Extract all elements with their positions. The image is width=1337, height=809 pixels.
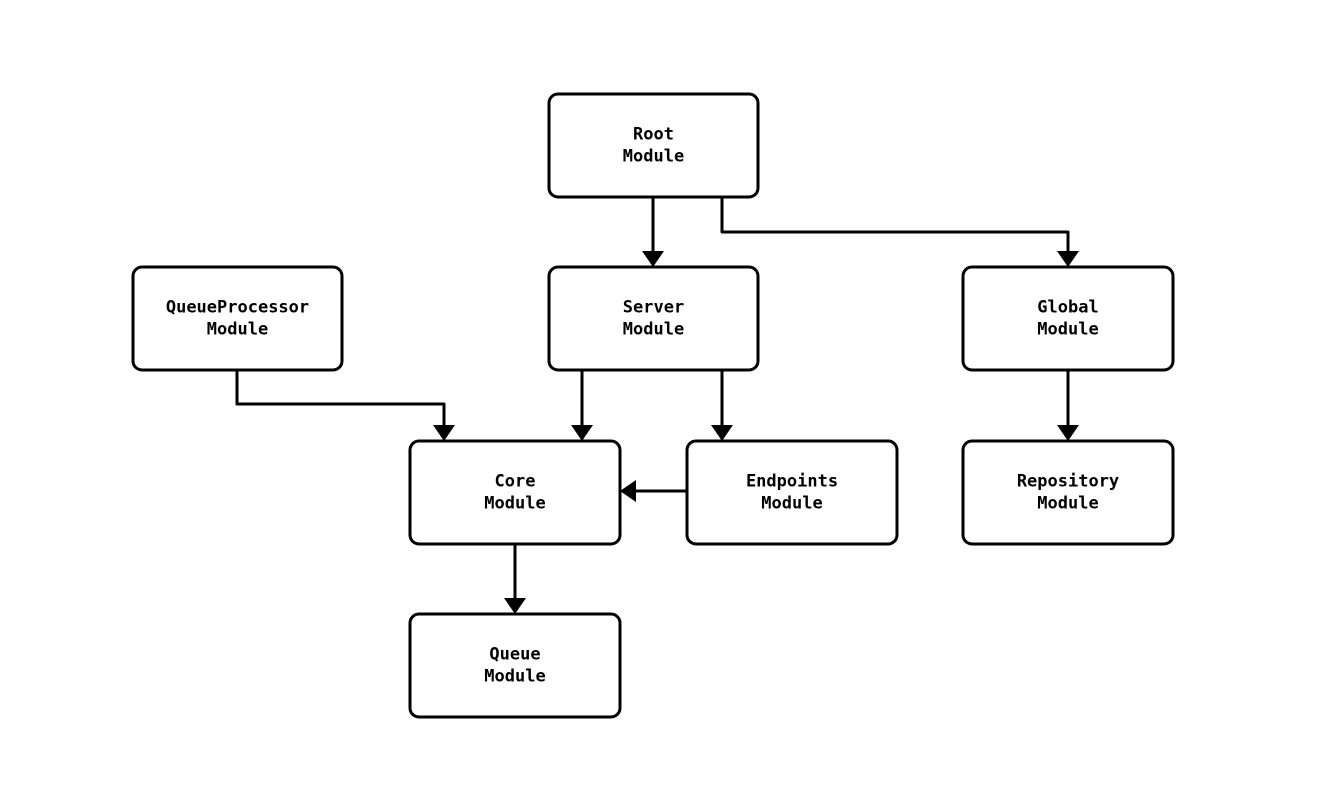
edge-root-to-global	[720, 197, 1079, 267]
node-label-line1: Root	[633, 125, 674, 145]
node-label-line1: Queue	[489, 645, 540, 665]
node-label-line1: Global	[1037, 298, 1098, 318]
node-box[interactable]	[408, 439, 622, 546]
node-label-line1: QueueProcessor	[166, 298, 309, 318]
arrowhead-icon	[1057, 425, 1079, 441]
node-label-line2: Module	[761, 494, 822, 514]
arrowhead-icon	[504, 598, 526, 614]
edge-global-to-repository	[1057, 370, 1079, 441]
edges-layer	[235, 197, 1079, 614]
node-label-line1: Endpoints	[746, 472, 838, 492]
node-label-line2: Module	[623, 147, 684, 167]
node-box[interactable]	[547, 92, 760, 199]
node-box[interactable]	[961, 265, 1175, 372]
arrowhead-icon	[711, 425, 733, 441]
edge-line	[235, 370, 446, 425]
node-label-line2: Module	[207, 320, 268, 340]
arrowhead-icon	[571, 425, 593, 441]
node-box[interactable]	[961, 439, 1175, 546]
edge-line	[720, 197, 1070, 251]
edge-root-to-server	[642, 197, 664, 267]
arrowhead-icon	[642, 251, 664, 267]
node-label-line2: Module	[623, 320, 684, 340]
node-label-line1: Repository	[1017, 472, 1119, 492]
node-box[interactable]	[685, 439, 899, 546]
node-box[interactable]	[547, 265, 760, 372]
node-label-line2: Module	[1037, 494, 1098, 514]
arrowhead-icon	[1057, 251, 1079, 267]
node-box[interactable]	[131, 265, 344, 372]
node-box[interactable]	[408, 612, 622, 719]
node-label-line2: Module	[484, 667, 545, 687]
node-label-line2: Module	[1037, 320, 1098, 340]
edge-queueprocessor-to-core	[235, 370, 455, 441]
edge-endpoints-to-core	[620, 480, 687, 502]
node-label-line1: Server	[623, 298, 684, 318]
node-label-line1: Core	[495, 472, 536, 492]
edge-server-to-core	[571, 370, 593, 441]
node-label-line2: Module	[484, 494, 545, 514]
arrowhead-icon	[433, 425, 455, 441]
nodes-layer: RootModuleQueueProcessorModuleServerModu…	[131, 92, 1175, 719]
edge-server-to-endpoints	[711, 370, 733, 441]
edge-core-to-queue	[504, 544, 526, 614]
arrowhead-icon	[620, 480, 636, 502]
